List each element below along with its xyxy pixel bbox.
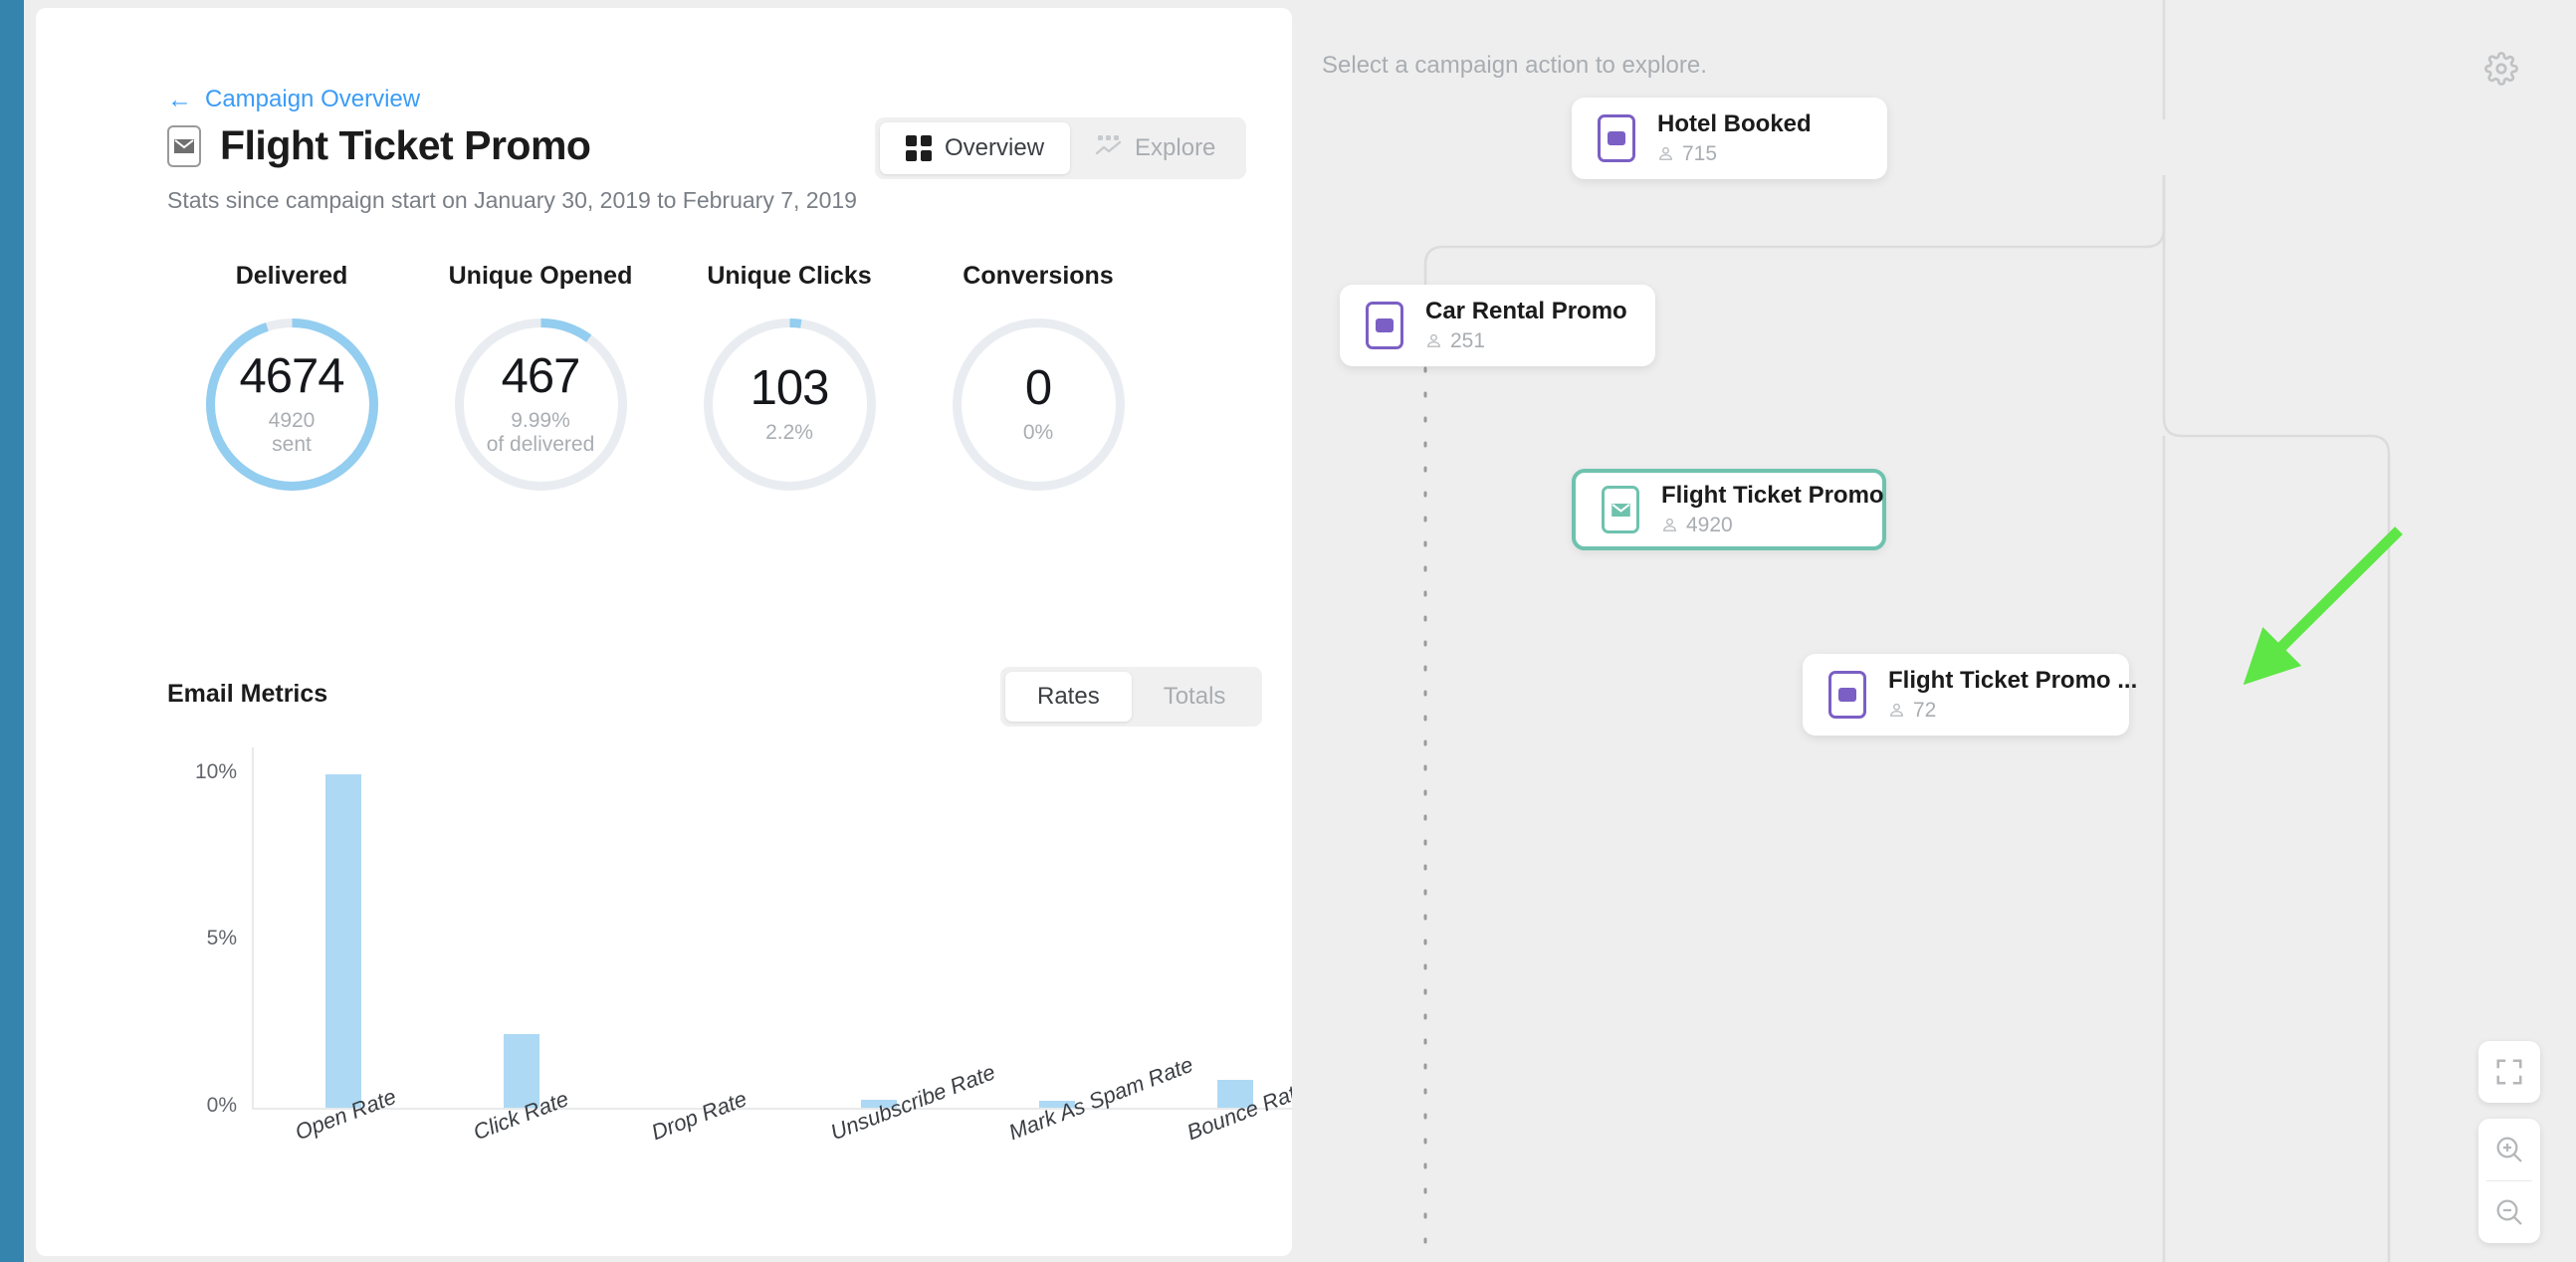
tab-overview-label: Overview <box>945 134 1045 161</box>
flow-node-3[interactable]: Flight Ticket Promo ... 72 <box>1803 654 2137 736</box>
stat-subtext: 0% <box>1022 420 1054 444</box>
screen-icon <box>1598 114 1635 162</box>
campaign-detail-panel: ← Campaign Overview Flight Ticket Promo … <box>36 8 1292 1256</box>
stat-value: 467 <box>501 348 581 403</box>
node-name: Flight Ticket Promo ... <box>1888 667 2138 695</box>
breadcrumb-back-link[interactable]: ← Campaign Overview <box>167 86 420 113</box>
bar-5[interactable] <box>1217 1079 1254 1108</box>
screen-icon <box>1366 302 1403 349</box>
stat-subtext: 2.2% <box>765 420 813 444</box>
chart-y-axis <box>252 747 254 1108</box>
node-text: Flight Ticket Promo ... 72 <box>1888 667 2137 723</box>
stat-center: 103 2.2% <box>698 313 882 497</box>
stat-label: Delivered <box>235 262 348 290</box>
flow-connectors <box>1423 0 2391 1262</box>
bar-3[interactable] <box>860 1099 897 1108</box>
stat-donut: 103 2.2% <box>698 313 882 497</box>
stat-subtext: 9.99%of delivered <box>486 408 595 456</box>
stat-donut: 0 0% <box>947 313 1131 497</box>
page-title-row: Flight Ticket Promo <box>167 122 591 169</box>
stat-value: 0 <box>1024 360 1052 415</box>
envelope-icon <box>1602 486 1639 533</box>
stat-label: Unique Opened <box>448 262 633 290</box>
tab-explore-label: Explore <box>1135 134 1216 161</box>
y-tick-1: 5% <box>206 927 237 950</box>
chart-x-axis <box>252 1108 1292 1110</box>
stat-value: 4674 <box>239 348 344 403</box>
canvas-hint-text: Select a campaign action to explore. <box>1322 52 1707 79</box>
stat-card-2: Unique Clicks 103 2.2% <box>665 262 914 497</box>
fullscreen-icon[interactable] <box>2478 1041 2540 1103</box>
page-title: Flight Ticket Promo <box>220 122 591 168</box>
flow-node-0[interactable]: Hotel Booked 715 <box>1572 98 1887 179</box>
stat-center: 0 0% <box>947 313 1131 497</box>
node-name: Car Rental Promo <box>1425 298 1627 325</box>
stat-label: Conversions <box>963 262 1114 290</box>
view-mode-toggle[interactable]: Overview Explore <box>875 117 1247 179</box>
tab-totals[interactable]: Totals <box>1132 672 1258 722</box>
node-text: Car Rental Promo 251 <box>1425 298 1627 353</box>
fit-screen-control[interactable] <box>2478 1041 2540 1103</box>
bar-4[interactable] <box>1039 1101 1075 1108</box>
stat-donut: 467 9.99%of delivered <box>449 313 633 497</box>
stat-center: 467 9.99%of delivered <box>449 313 633 497</box>
back-arrow-icon: ← <box>167 85 192 113</box>
flow-node-1[interactable]: Car Rental Promo 251 <box>1340 285 1655 366</box>
node-count: 251 <box>1425 329 1627 353</box>
breadcrumb-label: Campaign Overview <box>205 86 421 112</box>
screen-icon <box>1828 671 1866 719</box>
bar-1[interactable] <box>504 1034 539 1108</box>
control-divider <box>2486 1180 2532 1181</box>
envelope-icon <box>167 124 201 167</box>
stat-card-1: Unique Opened 467 9.99%of delivered <box>416 262 665 497</box>
node-name: Flight Ticket Promo <box>1661 482 1884 510</box>
gear-icon[interactable] <box>2484 52 2518 91</box>
zoom-in-icon[interactable] <box>2478 1119 2540 1180</box>
node-name: Hotel Booked <box>1657 110 1812 138</box>
campaign-flow-canvas[interactable]: Select a campaign action to explore. Hot… <box>1292 0 2576 1262</box>
email-metrics-title: Email Metrics <box>167 680 328 708</box>
tab-overview[interactable]: Overview <box>880 122 1071 174</box>
stats-date-range: Stats since campaign start on January 30… <box>167 187 857 213</box>
rates-totals-toggle[interactable]: Rates Totals <box>1000 667 1263 727</box>
node-text: Flight Ticket Promo 4920 <box>1661 482 1884 537</box>
tab-rates[interactable]: Rates <box>1005 672 1132 722</box>
tab-totals-label: Totals <box>1163 683 1226 710</box>
grid-icon <box>906 135 932 161</box>
chart-plot-area <box>254 747 1292 1108</box>
left-nav-rail <box>0 0 24 1262</box>
y-tick-2: 0% <box>206 1094 237 1117</box>
bar-0[interactable] <box>324 774 361 1108</box>
zoom-controls[interactable] <box>2478 1119 2540 1243</box>
flow-node-2[interactable]: Flight Ticket Promo 4920 <box>1572 469 1886 550</box>
node-count: 72 <box>1888 699 2137 723</box>
y-tick-0: 10% <box>194 759 237 783</box>
stat-label: Unique Clicks <box>707 262 872 290</box>
zoom-out-icon[interactable] <box>2478 1181 2540 1243</box>
node-text: Hotel Booked 715 <box>1657 110 1812 166</box>
tab-rates-label: Rates <box>1037 683 1100 710</box>
trend-line-icon <box>1095 134 1122 162</box>
node-count: 4920 <box>1661 514 1884 537</box>
stat-value: 103 <box>750 360 830 415</box>
tab-explore[interactable]: Explore <box>1070 122 1241 174</box>
stat-card-3: Conversions 0 0% <box>914 262 1163 497</box>
node-count: 715 <box>1657 142 1812 166</box>
